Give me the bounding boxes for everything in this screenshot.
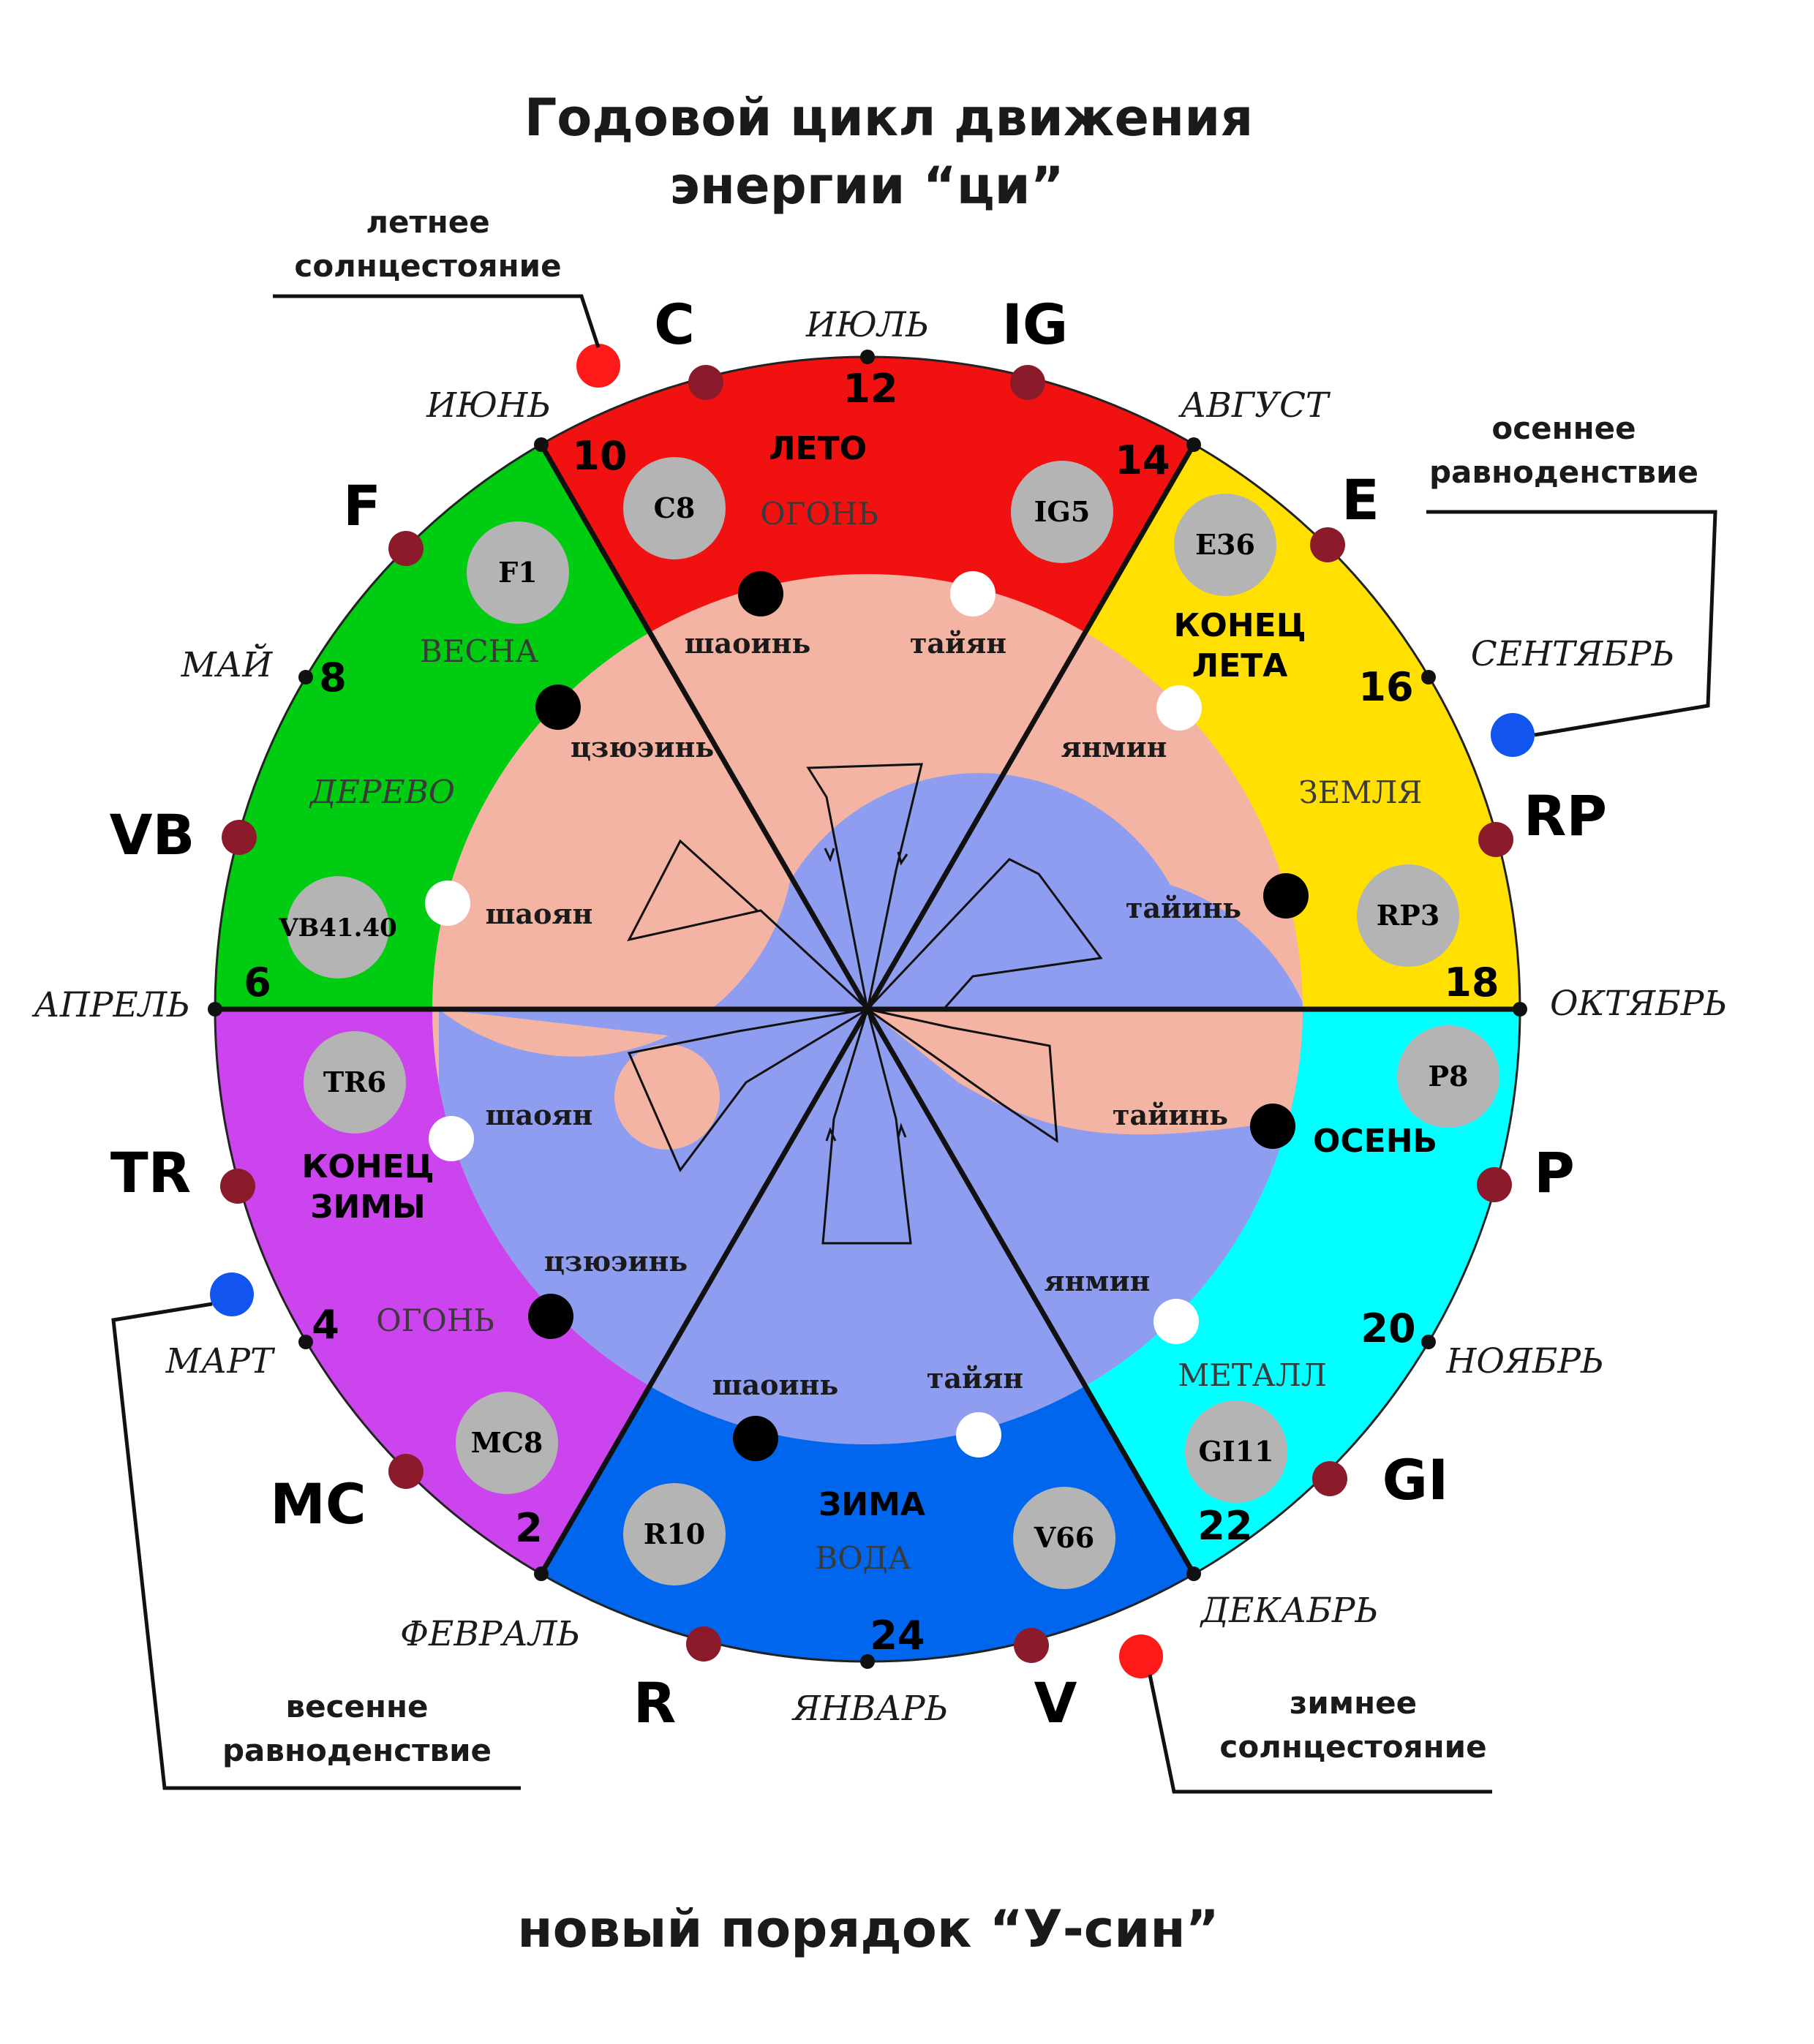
hour-22: 22 <box>1197 1503 1252 1549</box>
channel-taiyin-right2: тайинь <box>1113 1098 1228 1131</box>
diagram-title-line2: энергии “ци” <box>669 156 1064 216</box>
point-v66: V66 <box>1034 1521 1094 1554</box>
channel-shaoyin-bottom: шаоинь <box>712 1368 839 1401</box>
month-october: ОКТЯБРЬ <box>1550 984 1727 1024</box>
point-vb4140: VB41.40 <box>278 913 397 943</box>
solstice-equinox-markers <box>210 344 1535 1678</box>
meridian-ig: IG <box>1002 292 1069 357</box>
channel-jueyin-left2: цзюэинь <box>544 1245 688 1278</box>
channel-taiyang-top: тайян <box>910 627 1006 660</box>
meridian-gi: GI <box>1382 1447 1449 1512</box>
meridian-dots <box>220 365 1513 1663</box>
winter-solstice-label-line2: солнцестояние <box>1219 1729 1486 1765</box>
hour-18: 18 <box>1444 959 1499 1006</box>
summer-solstice-label-line2: солнцестояние <box>294 248 561 284</box>
meridian-r: R <box>633 1670 677 1735</box>
season-autumn: ОСЕНЬ <box>1313 1123 1437 1160</box>
month-december: ДЕКАБРЬ <box>1200 1591 1378 1631</box>
point-mc8: MC8 <box>471 1426 543 1459</box>
element-fire-top: ОГОНЬ <box>760 496 878 532</box>
channel-shaoyang-left: шаоян <box>486 897 593 930</box>
hour-12: 12 <box>843 366 897 412</box>
meridian-e: E <box>1341 467 1380 532</box>
channel-taiyin-right: тайинь <box>1126 891 1241 924</box>
month-may: МАЙ <box>181 643 274 685</box>
acupoint-discs <box>287 457 1499 1589</box>
point-tr6: TR6 <box>323 1066 386 1098</box>
hour-6: 6 <box>244 959 271 1006</box>
meridian-rp: RP <box>1524 783 1607 848</box>
meridian-f: F <box>343 473 381 538</box>
season-late-winter-line2: ЗИМЫ <box>310 1188 425 1226</box>
month-september: СЕНТЯБРЬ <box>1471 634 1674 674</box>
autumn-equinox-label-line1: осеннее <box>1491 410 1636 446</box>
point-p8: P8 <box>1428 1060 1468 1093</box>
month-april: АПРЕЛЬ <box>31 985 189 1025</box>
point-rp3: RP3 <box>1377 899 1440 932</box>
month-january: ЯНВАРЬ <box>791 1689 948 1729</box>
hour-14: 14 <box>1115 437 1170 483</box>
point-ig5: IG5 <box>1034 495 1091 528</box>
spring-equinox-label-line1: весенне <box>286 1689 429 1724</box>
month-november: НОЯБРЬ <box>1445 1341 1603 1381</box>
month-february: ФЕВРАЛЬ <box>400 1614 580 1654</box>
leader-lines <box>111 294 1717 1794</box>
point-f1: F1 <box>498 556 537 589</box>
channel-yangming-right2: янмин <box>1045 1264 1151 1297</box>
point-c8: C8 <box>654 491 696 524</box>
month-july: ИЮЛЬ <box>805 305 929 345</box>
month-ticks <box>208 350 1527 1669</box>
hour-20: 20 <box>1360 1305 1415 1351</box>
meridian-c: C <box>654 292 695 357</box>
element-earth: ЗЕМЛЯ <box>1299 774 1423 810</box>
yang-eye <box>614 1044 720 1150</box>
energy-flow-arrows <box>627 763 1103 1245</box>
element-water: ВОДА <box>815 1540 911 1576</box>
season-summer: ЛЕТО <box>769 430 867 467</box>
hour-10: 10 <box>572 433 627 479</box>
point-e36: E36 <box>1195 528 1255 561</box>
season-winter: ЗИМА <box>818 1486 925 1523</box>
season-late-summer-line1: КОНЕЦ <box>1173 607 1306 644</box>
month-august: АВГУСТ <box>1178 385 1331 426</box>
element-wood: ДЕРЕВО <box>309 774 455 811</box>
season-late-winter-line1: КОНЕЦ <box>301 1148 434 1185</box>
point-r10: R10 <box>644 1517 705 1550</box>
autumn-equinox-label-line2: равноденствие <box>1429 454 1698 490</box>
month-march: МАРТ <box>165 1341 276 1381</box>
spring-equinox-label-line2: равноденствие <box>222 1732 492 1768</box>
winter-solstice-label-line1: зимнее <box>1290 1685 1417 1721</box>
hour-4: 4 <box>312 1302 339 1348</box>
meridian-vb: VB <box>110 802 195 867</box>
channel-markers <box>425 571 1309 1461</box>
diagram-footer: новый порядок “У-син” <box>517 1899 1219 1959</box>
meridian-p: P <box>1534 1140 1575 1205</box>
channel-taiyang-bottom: тайян <box>927 1362 1023 1395</box>
hour-2: 2 <box>515 1505 543 1551</box>
channel-yangming-right: янмин <box>1061 731 1167 763</box>
channel-shaoyin-top: шаоинь <box>685 627 811 660</box>
meridian-tr: TR <box>110 1140 191 1205</box>
meridian-mc: MC <box>270 1471 366 1536</box>
diagram-title-line1: Годовой цикл движения <box>524 88 1254 148</box>
hour-16: 16 <box>1358 664 1413 710</box>
season-late-summer-line2: ЛЕТА <box>1192 647 1288 685</box>
hour-24: 24 <box>870 1613 925 1659</box>
channel-jueyin-left: цзюэинь <box>571 731 714 763</box>
yin-yang-disc <box>432 574 1303 1444</box>
hour-8: 8 <box>319 655 347 701</box>
element-metal: МЕТАЛЛ <box>1178 1357 1327 1393</box>
element-fire-bottom: ОГОНЬ <box>376 1302 494 1338</box>
summer-solstice-label-line1: летнее <box>366 204 490 240</box>
channel-shaoyang-left2: шаоян <box>486 1098 593 1131</box>
yin-eye <box>1012 869 1118 974</box>
season-spring: ВЕСНА <box>420 633 538 669</box>
meridian-v: V <box>1034 1670 1077 1735</box>
point-gi11: GI11 <box>1198 1435 1273 1468</box>
month-june: ИЮНЬ <box>426 385 551 426</box>
